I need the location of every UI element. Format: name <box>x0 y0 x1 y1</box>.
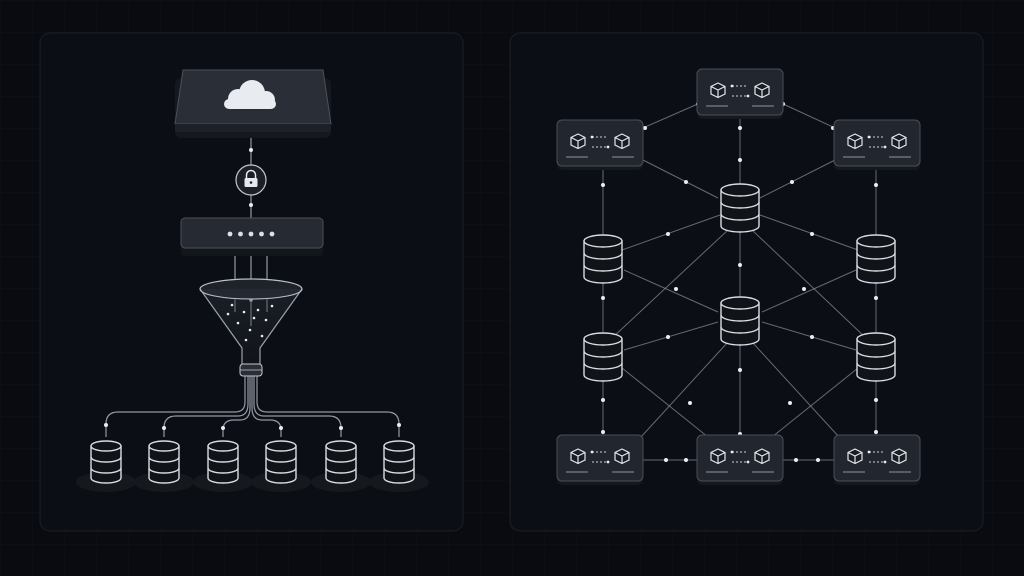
storage-database-4 <box>251 440 311 492</box>
cluster-node-bottom-center <box>697 435 783 485</box>
storage-database-5 <box>311 440 371 492</box>
lock-icon <box>244 169 258 187</box>
database-icon <box>856 234 896 284</box>
database-icon <box>90 440 122 484</box>
storage-database-2 <box>134 440 194 492</box>
cluster-database-top-center <box>720 183 760 233</box>
database-icon <box>583 332 623 382</box>
database-icon <box>325 440 357 484</box>
database-icon <box>720 296 760 346</box>
database-icon <box>148 440 180 484</box>
cloud-icon <box>224 80 276 109</box>
router-bar <box>180 217 324 256</box>
cluster-node-upper-left <box>557 120 643 170</box>
cluster-database-mid-right <box>856 234 896 284</box>
cluster-node-bottom-left <box>557 435 643 485</box>
cluster-database-low-right <box>856 332 896 382</box>
database-icon <box>265 440 297 484</box>
storage-database-3 <box>193 440 253 492</box>
left-pipeline <box>76 69 429 492</box>
cloud-source-card <box>174 69 332 138</box>
storage-database-1 <box>76 440 136 492</box>
cluster-node-upper-right <box>834 120 920 170</box>
database-icon <box>383 440 415 484</box>
cluster-database-center <box>720 296 760 346</box>
cluster-database-low-left <box>583 332 623 382</box>
database-icon <box>856 332 896 382</box>
security-gateway <box>235 164 267 196</box>
storage-database-6 <box>369 440 429 492</box>
right-cluster <box>557 69 920 485</box>
cluster-node-top <box>697 69 783 119</box>
funnel-icon <box>199 278 303 377</box>
database-icon <box>583 234 623 284</box>
cluster-node-bottom-right <box>834 435 920 485</box>
database-icon <box>720 183 760 233</box>
database-icon <box>207 440 239 484</box>
cluster-database-mid-left <box>583 234 623 284</box>
